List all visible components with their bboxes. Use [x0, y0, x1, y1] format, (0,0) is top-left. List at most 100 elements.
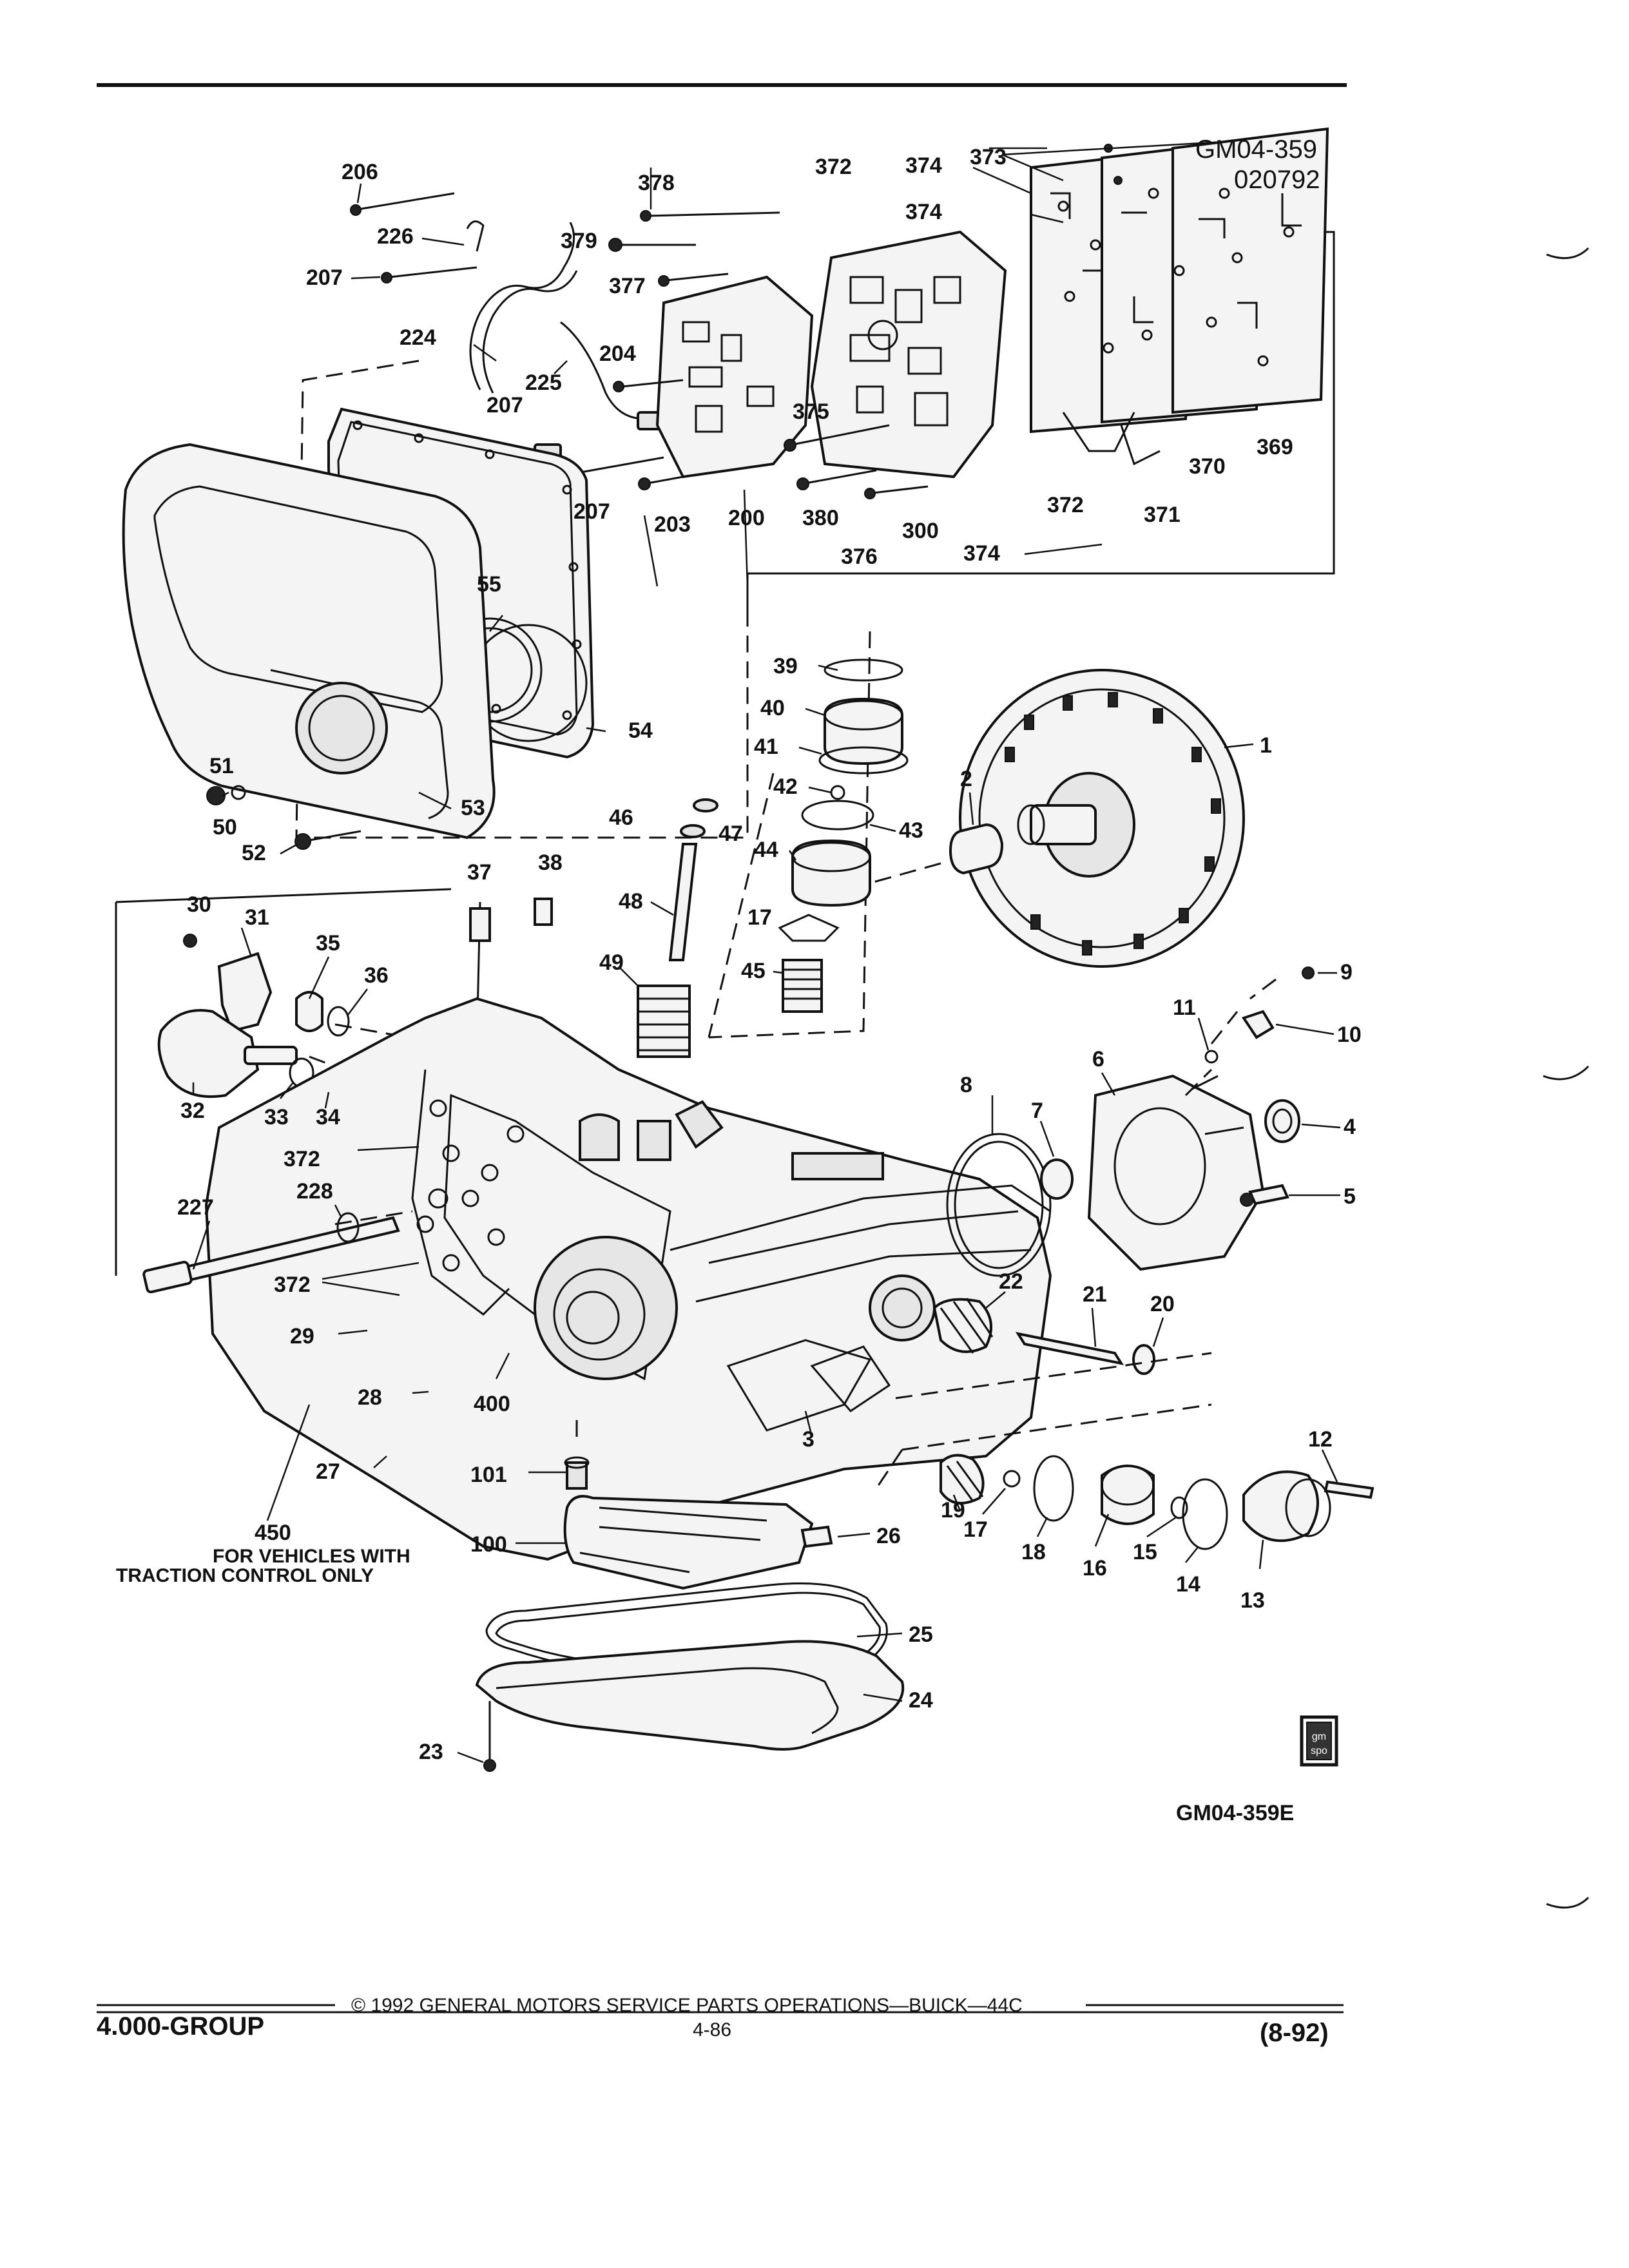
callout-17: 17	[963, 1517, 988, 1542]
callout-10: 10	[1337, 1023, 1362, 1047]
callout-37: 37	[467, 860, 492, 885]
valve-body-group	[350, 127, 1335, 619]
callout-12: 12	[1308, 1427, 1333, 1452]
callout-374: 374	[963, 541, 1000, 566]
callout-36: 36	[364, 963, 389, 988]
callout-372: 372	[1047, 493, 1084, 517]
badge-gm-text: gm	[1312, 1731, 1326, 1742]
callout-369: 369	[1257, 435, 1293, 459]
callout-25: 25	[909, 1622, 933, 1647]
callout-52: 52	[242, 841, 266, 865]
callout-372: 372	[284, 1147, 320, 1171]
callout-207: 207	[574, 499, 610, 524]
callout-22: 22	[999, 1269, 1023, 1294]
callout-51: 51	[209, 754, 234, 778]
figure-date-code: 020792	[1234, 166, 1320, 194]
callout-375: 375	[793, 399, 829, 424]
callout-46: 46	[609, 805, 633, 830]
callout-225: 225	[525, 370, 562, 395]
callout-31: 31	[245, 905, 269, 930]
callout-1: 1	[1260, 733, 1272, 758]
pump-group	[946, 966, 1315, 1277]
callout-8: 8	[960, 1073, 972, 1097]
callout-370: 370	[1189, 454, 1226, 479]
callout-30: 30	[187, 892, 211, 917]
callout-200: 200	[728, 506, 765, 530]
callout-labels: 206 226 207 224 204 225 207 207 203 200 …	[116, 135, 1362, 1825]
callout-226: 226	[377, 224, 414, 249]
callout-27: 27	[316, 1459, 340, 1484]
callout-400: 400	[474, 1392, 510, 1416]
callout-204: 204	[599, 341, 636, 366]
transmission-case	[204, 997, 1052, 1561]
callout-206: 206	[342, 160, 378, 184]
callout-203: 203	[654, 512, 691, 537]
callout-23: 23	[419, 1740, 443, 1764]
callout-33: 33	[264, 1105, 289, 1129]
callout-15: 15	[1133, 1540, 1157, 1564]
badge-spo-text: spo	[1311, 1745, 1327, 1756]
callout-24: 24	[909, 1688, 933, 1713]
figure-code: GM04-359E	[1176, 1801, 1294, 1825]
callout-45: 45	[741, 959, 766, 983]
traction-note-line1: FOR VEHICLES WITH	[213, 1546, 410, 1567]
callout-371: 371	[1144, 503, 1181, 527]
binder-marks	[1543, 247, 1590, 1909]
callout-19: 19	[941, 1498, 965, 1523]
callout-374: 374	[905, 153, 942, 178]
callout-55: 55	[477, 572, 501, 597]
callout-20: 20	[1150, 1292, 1175, 1316]
callout-101: 101	[470, 1463, 507, 1487]
callout-39: 39	[773, 654, 798, 678]
callout-48: 48	[619, 889, 643, 914]
callout-54: 54	[628, 718, 653, 743]
callout-379: 379	[561, 229, 597, 253]
callout-4: 4	[1344, 1115, 1356, 1139]
callout-11: 11	[1173, 995, 1196, 1020]
gm-spo-badge: gm spo	[1300, 1715, 1338, 1767]
callout-2: 2	[960, 767, 972, 791]
callout-53: 53	[461, 796, 485, 820]
footer-date: (8-92)	[1260, 2019, 1329, 2047]
callout-450: 450	[255, 1521, 291, 1545]
callout-100: 100	[470, 1532, 507, 1557]
callout-50: 50	[213, 815, 237, 840]
callout-35: 35	[316, 931, 340, 956]
callout-40: 40	[760, 696, 785, 720]
callout-41: 41	[754, 735, 778, 759]
callout-47: 47	[718, 822, 743, 846]
side-cover-group	[122, 360, 749, 850]
figure-id-code: GM04-359	[1195, 135, 1317, 164]
callout-227: 227	[177, 1195, 214, 1220]
callout-21: 21	[1083, 1282, 1107, 1307]
callout-17: 17	[747, 905, 772, 930]
callout-49: 49	[599, 950, 624, 975]
footer-copyright: © 1992 GENERAL MOTORS SERVICE PARTS OPER…	[351, 1995, 1023, 2016]
callout-376: 376	[841, 544, 878, 569]
torque-converter-group	[824, 669, 1245, 968]
callout-9: 9	[1340, 960, 1353, 985]
callout-373: 373	[970, 145, 1007, 169]
callout-42: 42	[773, 774, 798, 799]
callout-44: 44	[754, 838, 778, 862]
callout-228: 228	[296, 1179, 333, 1204]
leader-lines	[192, 140, 1341, 1763]
callout-207: 207	[306, 265, 343, 290]
callout-378: 378	[638, 171, 675, 195]
callout-300: 300	[902, 519, 939, 543]
footer-page-number: 4-86	[693, 2019, 731, 2041]
callout-28: 28	[358, 1385, 382, 1410]
callout-38: 38	[538, 850, 563, 875]
callout-16: 16	[1083, 1556, 1107, 1581]
callout-6: 6	[1092, 1047, 1104, 1072]
callout-7: 7	[1031, 1099, 1043, 1123]
callout-5: 5	[1344, 1184, 1356, 1209]
filter-and-pan	[475, 1418, 905, 1772]
callout-3: 3	[802, 1427, 815, 1452]
footer-group: 4.000-GROUP	[97, 2012, 264, 2041]
callout-372: 372	[274, 1273, 311, 1297]
callout-14: 14	[1176, 1572, 1200, 1597]
callout-18: 18	[1021, 1540, 1046, 1564]
callout-29: 29	[290, 1324, 314, 1349]
callout-380: 380	[802, 506, 839, 530]
